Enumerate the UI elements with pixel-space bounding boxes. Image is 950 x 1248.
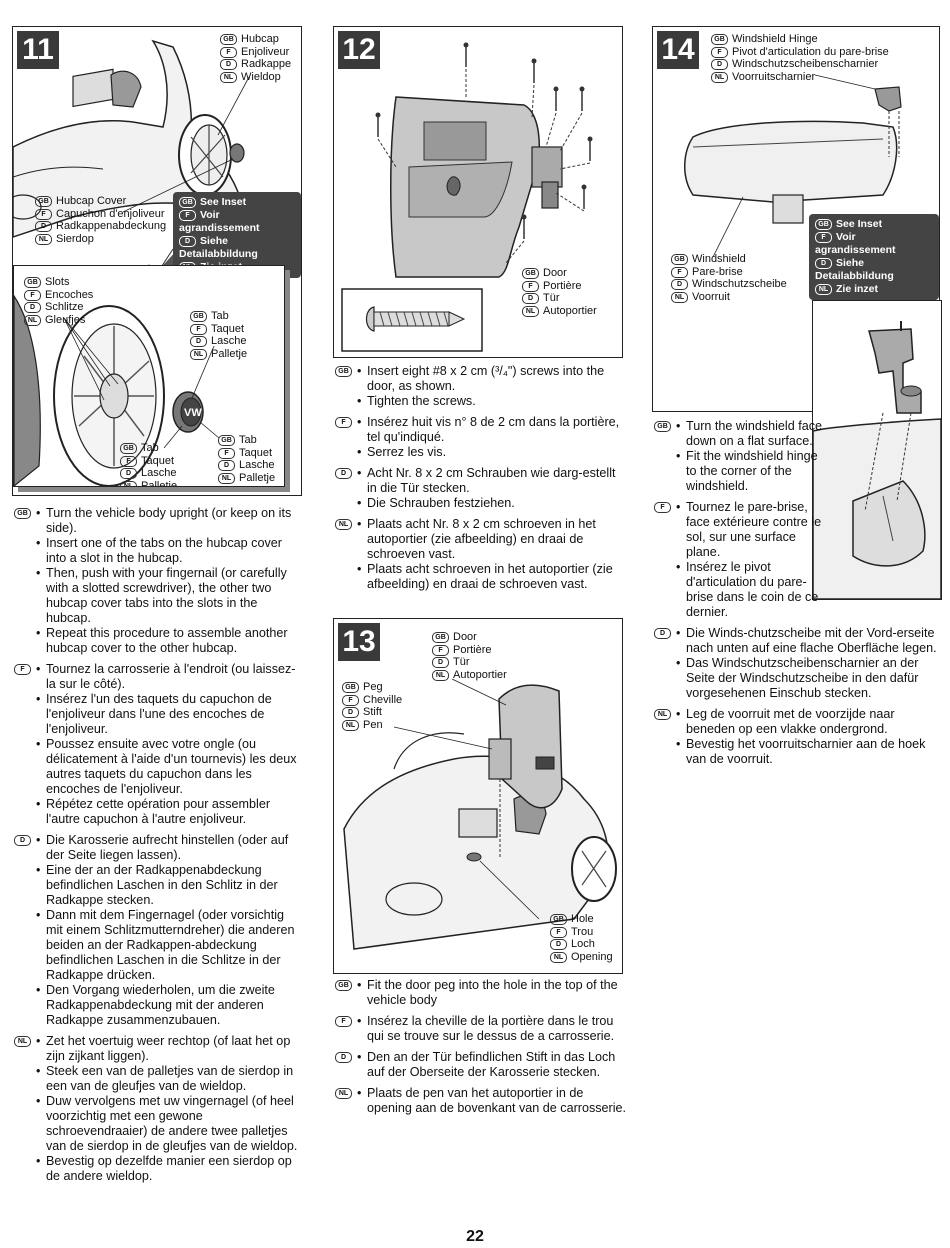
step-14-illustration <box>684 74 902 327</box>
step-13-illustration <box>343 678 617 950</box>
step-12-panel: 12 GB <box>333 26 623 358</box>
hubcap-detail-illustration: VW <box>14 294 220 486</box>
step-11-illustration <box>13 39 250 295</box>
step-11-number: 11 <box>17 31 59 69</box>
step-14-number: 14 <box>657 31 699 69</box>
hinge-detail-illustration <box>813 321 941 599</box>
step-12-illustration <box>341 42 593 352</box>
step-12-instructions: GB Insert eight #8 x 2 cm (³/₄") screws … <box>335 364 627 598</box>
svg-text:VW: VW <box>184 407 202 419</box>
step-13-number: 13 <box>338 623 380 661</box>
step-11-instructions: GB Turn the vehicle body upright (or kee… <box>14 506 304 1190</box>
step-14-instructions: GB Turn the windshield face down on a fl… <box>654 419 946 773</box>
page-number: 22 <box>466 1228 484 1245</box>
step-14-inset <box>812 300 942 600</box>
step-13-instructions: GB Fit the door peg into the hole in the… <box>335 978 627 1122</box>
step-12-number: 12 <box>338 31 380 69</box>
